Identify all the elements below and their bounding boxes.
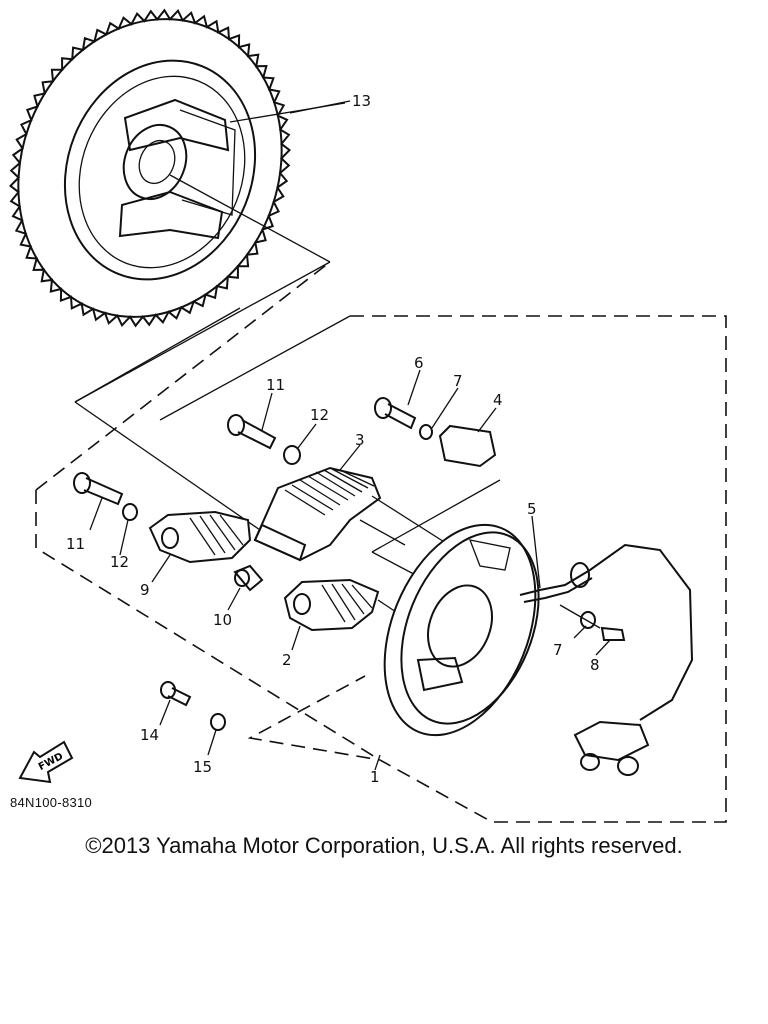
fwd-arrow-icon: FWD [18, 740, 74, 784]
callout-8: 8 [590, 656, 600, 674]
callout-6: 6 [414, 354, 424, 372]
copyright-notice: ©2013 Yamaha Motor Corporation, U.S.A. A… [85, 833, 683, 858]
wire-harness [519, 543, 694, 776]
callout-3: 3 [355, 431, 365, 449]
rotor-flywheel-part-13 [9, 8, 346, 328]
collar-part-10 [233, 564, 264, 592]
screw-8 [559, 604, 626, 641]
callout-labels: 13 11 12 6 7 4 3 5 11 12 9 10 2 7 8 14 1… [66, 92, 600, 786]
assembly-outline [35, 261, 727, 823]
washer-12-upper [283, 445, 301, 465]
callout-5: 5 [527, 500, 537, 518]
callout-15: 15 [193, 758, 212, 776]
callout-7-upper: 7 [453, 372, 463, 390]
callout-1: 1 [370, 768, 380, 786]
callout-11-upper: 11 [266, 376, 285, 394]
generator-parts-diagram: FWD 13 11 12 6 7 4 3 5 11 12 9 10 2 7 8 … [9, 8, 727, 823]
callout-14: 14 [140, 726, 159, 744]
diagram-reference-code: 84N100-8310 [10, 795, 93, 810]
callout-7-lower: 7 [553, 641, 563, 659]
pickup-coil-part-9 [148, 510, 252, 564]
screw-6 [374, 397, 417, 430]
callout-10: 10 [213, 611, 232, 629]
callout-2: 2 [282, 651, 292, 669]
stator-coil-part-3 [253, 466, 461, 562]
callout-13: 13 [352, 92, 371, 110]
washer-7-upper [419, 424, 433, 440]
screw-11-upper [227, 414, 277, 450]
washer-15 [210, 713, 226, 731]
callout-12-upper: 12 [310, 406, 329, 424]
washer-12-lower [122, 503, 138, 521]
screw-14 [160, 681, 192, 707]
base-plate-part-1 [383, 523, 540, 737]
bracket-4 [438, 424, 497, 468]
callout-11-lower: 11 [66, 535, 85, 553]
bolt-11-lower [73, 472, 124, 506]
callout-9: 9 [140, 581, 150, 599]
callout-4: 4 [493, 391, 503, 409]
hardware [73, 397, 626, 731]
leader-lines [89, 100, 611, 771]
washer-7-lower [580, 611, 596, 629]
callout-12-lower: 12 [110, 553, 129, 571]
